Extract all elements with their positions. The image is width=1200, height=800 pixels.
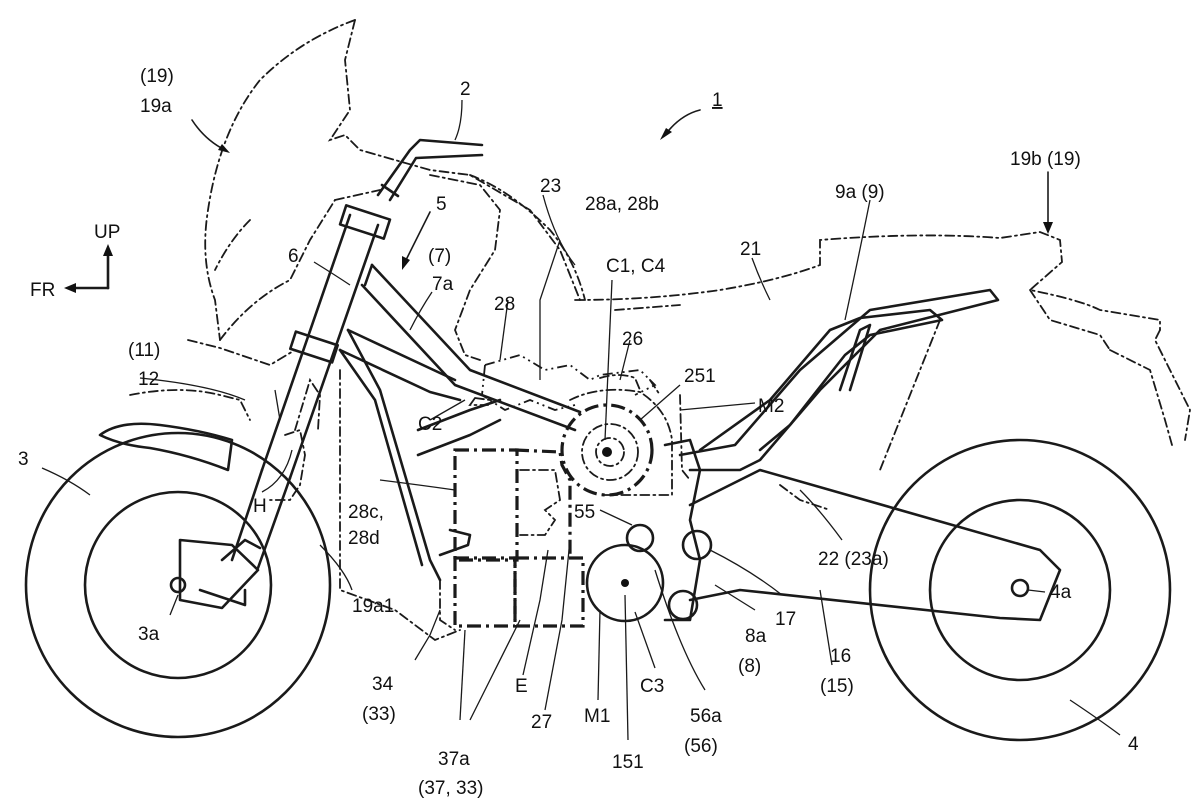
label-28d: 28d bbox=[348, 528, 380, 549]
label-m2: M2 bbox=[758, 396, 784, 417]
label-21: 21 bbox=[740, 239, 761, 260]
label-19a1: 19a1 bbox=[352, 596, 394, 617]
ref-5-arrow bbox=[402, 211, 431, 270]
label-up: UP bbox=[94, 222, 120, 243]
side-cover-22 bbox=[649, 379, 831, 511]
label-c2: C2 bbox=[418, 414, 442, 435]
label-28c: 28c, bbox=[348, 502, 384, 523]
label-4a: 4a bbox=[1050, 582, 1072, 603]
swing-arm bbox=[663, 438, 1062, 622]
label-23: 23 bbox=[540, 176, 561, 197]
label-15: (15) bbox=[820, 676, 854, 697]
ref-1-arrow bbox=[660, 109, 701, 140]
label-e: E bbox=[515, 676, 528, 697]
label-37-33: (37, 33) bbox=[418, 778, 483, 799]
label-55: 55 bbox=[574, 502, 595, 523]
motor-m1 bbox=[585, 523, 665, 623]
side-cowl bbox=[129, 189, 461, 642]
control-unit-28 bbox=[468, 354, 657, 412]
label-fr: FR bbox=[30, 280, 55, 301]
label-27: 27 bbox=[531, 712, 552, 733]
label-m1: M1 bbox=[584, 706, 610, 727]
label-3a: 3a bbox=[138, 624, 160, 645]
label-19: (19) bbox=[140, 66, 174, 87]
reference-labels: 1 2 3 3a 4 4a 5 6 (7) 7a 8a (8) 9a (9) (… bbox=[18, 66, 1139, 799]
label-3: 3 bbox=[18, 449, 29, 470]
label-c3: C3 bbox=[640, 676, 664, 697]
label-12: 12 bbox=[138, 369, 159, 390]
label-7a: 7a bbox=[432, 274, 454, 295]
label-1: 1 bbox=[712, 90, 723, 111]
label-22: 22 (23a) bbox=[818, 549, 889, 570]
motor-m2 bbox=[560, 374, 673, 497]
label-33: (33) bbox=[362, 704, 396, 725]
seat-21 bbox=[574, 231, 1161, 331]
label-9a: 9a (9) bbox=[835, 182, 885, 203]
label-8a: 8a bbox=[745, 626, 767, 647]
ref-19b-arrow bbox=[1043, 171, 1053, 234]
label-17: 17 bbox=[775, 609, 796, 630]
handlebar bbox=[376, 138, 484, 202]
fuel-tank-23 bbox=[429, 174, 586, 361]
front-wheel bbox=[24, 431, 332, 739]
label-11: (11) bbox=[128, 340, 160, 361]
label-28: 28 bbox=[494, 294, 515, 315]
label-26: 26 bbox=[622, 329, 643, 350]
direction-indicator bbox=[64, 244, 113, 293]
label-37a: 37a bbox=[438, 749, 470, 770]
label-5: 5 bbox=[436, 194, 447, 215]
label-19a: 19a bbox=[140, 96, 172, 117]
ref-19a-arrow bbox=[191, 119, 230, 153]
label-151: 151 bbox=[612, 752, 644, 773]
label-28ab: 28a, 28b bbox=[585, 194, 659, 215]
label-56a: 56a bbox=[690, 706, 722, 727]
label-4: 4 bbox=[1128, 734, 1139, 755]
label-2: 2 bbox=[460, 79, 471, 100]
label-19b: 19b (19) bbox=[1010, 149, 1081, 170]
windscreen-19a bbox=[204, 19, 581, 341]
label-h: H bbox=[253, 496, 267, 517]
rear-subframe bbox=[678, 288, 1000, 472]
headlight-h bbox=[269, 377, 321, 501]
label-56: (56) bbox=[684, 736, 718, 757]
label-7: (7) bbox=[428, 246, 451, 267]
front-fork bbox=[178, 204, 392, 610]
rear-wheel bbox=[868, 438, 1172, 742]
label-16: 16 bbox=[830, 646, 851, 667]
tail-cowl-19b bbox=[879, 289, 1191, 471]
battery-box bbox=[439, 448, 585, 631]
label-34: 34 bbox=[372, 674, 394, 695]
front-fender bbox=[98, 422, 234, 472]
label-c1-c4: C1, C4 bbox=[606, 256, 666, 277]
label-6: 6 bbox=[288, 246, 299, 267]
label-251: 251 bbox=[684, 366, 716, 387]
leader-lines bbox=[41, 99, 1121, 741]
label-8: (8) bbox=[738, 656, 761, 677]
